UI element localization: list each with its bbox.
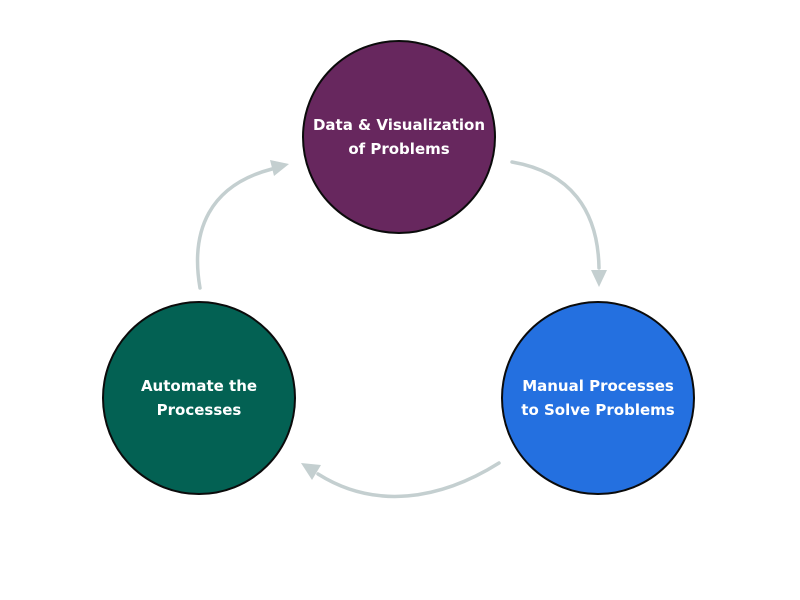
arrow-left-to-top	[195, 160, 289, 290]
node-label-automate-processes: Automate the Processes	[140, 377, 258, 419]
node-data-visualization: Data & Visualization of Problems	[302, 40, 496, 234]
arrow-top-to-right	[510, 160, 607, 287]
arrow-right-to-left	[301, 461, 501, 499]
node-manual-processes: Manual Processes to Solve Problems	[501, 301, 695, 495]
node-label-manual-processes: Manual Processes to Solve Problems	[521, 377, 675, 419]
node-label-data-visualization: Data & Visualization of Problems	[312, 116, 486, 158]
node-automate-processes: Automate the Processes	[102, 301, 296, 495]
